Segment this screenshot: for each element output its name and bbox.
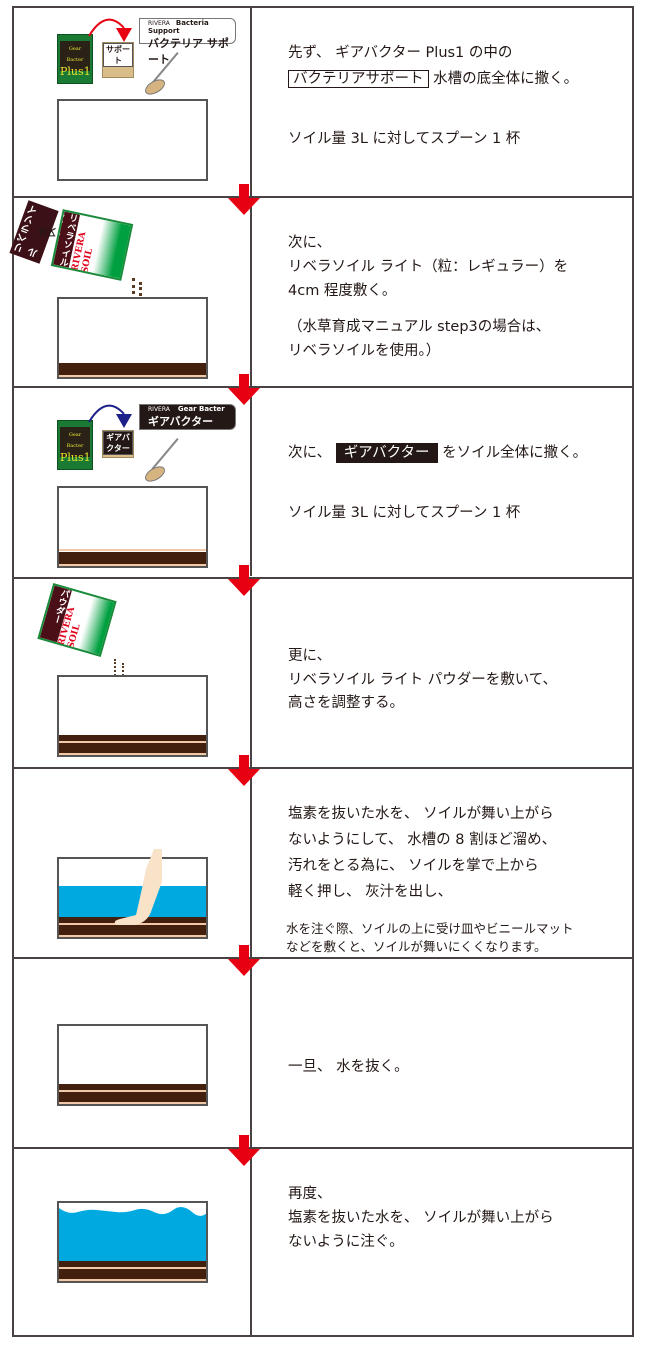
down-arrow-icon (228, 184, 260, 215)
tag-brand: RIVERA (148, 20, 170, 27)
product-tag: RIVERA Gear Bacter ギアバクター (139, 404, 236, 430)
curved-arrow-icon (88, 18, 132, 42)
step-text: 再度、 (288, 1186, 332, 1202)
step-text: 塩素を抜いた水を、 ソイルが舞い上がら (288, 806, 554, 822)
step-5: 塩素を抜いた水を、 ソイルが舞い上がら ないようにして、 水槽の 8 割ほど溜め… (14, 767, 632, 957)
tank (57, 486, 208, 568)
step-subnote: （水草育成マニュアル step3の場合は、 (288, 319, 551, 335)
step-subnote: リベラソイルを使用。） (288, 343, 441, 359)
tag-en: Bacteria Support (148, 19, 209, 35)
spoon-icon (142, 463, 168, 485)
column-divider (250, 579, 252, 767)
tank (57, 1024, 208, 1106)
step-text: リベラソイル ライト パウダーを敷いて、 (288, 672, 558, 688)
down-arrow-icon (228, 1135, 260, 1166)
pouch-label: ギアバクター (103, 431, 133, 455)
or-label: 又は (38, 226, 57, 236)
column-divider (250, 388, 252, 576)
step-note: ソイル量 3L に対してスプーン 1 杯 (288, 131, 521, 147)
step-text: 水槽の底全体に撒く。 (433, 71, 579, 87)
step-7: 再度、 塩素を抜いた水を、 ソイルが舞い上がら ないように注ぐ。 (14, 1147, 632, 1337)
down-arrow-icon (228, 565, 260, 596)
spoon-handle (151, 438, 179, 470)
tag-jp: バクテリア サポート (148, 37, 229, 66)
support-pouch: サポート (102, 42, 134, 78)
step-text: 塩素を抜いた水を、 ソイルが舞い上がら (288, 1210, 554, 1226)
step-text: ないように注ぐ。 (288, 1234, 404, 1250)
tank (57, 857, 208, 939)
step-text: 4cm 程度敷く。 (288, 283, 397, 299)
bacteria-support-label: バクテリアサポート (288, 70, 429, 88)
tank (57, 1201, 208, 1283)
step-tip: などを敷くと、ソイルが舞いにくくなります。 (286, 939, 547, 954)
tag-jp: ギアバクター (148, 415, 214, 428)
column-divider (250, 8, 252, 198)
tank (57, 99, 208, 181)
column-divider (250, 959, 252, 1147)
package-name: Plus1 (60, 451, 91, 464)
step-text-line: バクテリアサポート 水槽の底全体に撒く。 (288, 70, 578, 88)
hand-icon (114, 849, 162, 925)
down-arrow-icon (228, 374, 260, 405)
gear-bacter-label: ギアバクター (335, 443, 438, 463)
step-text: 汚れをとる為に、 ソイルを掌で上から (288, 858, 539, 874)
tag-brand: RIVERA (148, 406, 170, 413)
tag-en: Gear Bacter (177, 405, 225, 413)
step-text: 一旦、 水を抜く。 (288, 1059, 409, 1075)
step-text-line: 次に、 ギアバクター をソイル全体に撒く。 (288, 443, 588, 463)
step-text: 高さを調整する。 (288, 695, 404, 711)
step-text: 次に、 (288, 235, 332, 251)
down-arrow-icon (228, 945, 260, 976)
pouch-label: サポート (103, 43, 133, 67)
column-divider (250, 198, 252, 386)
step-text: 先ず、 ギアバクター Plus1 の中の (288, 45, 513, 61)
step-text: ないようにして、 水槽の 8 割ほど溜め、 (288, 832, 557, 848)
package-label: Gear Bacter (66, 432, 84, 449)
package-name: Plus1 (60, 65, 91, 78)
down-arrow-icon (228, 755, 260, 786)
column-divider (250, 1149, 252, 1337)
step-text: 次に、 (288, 445, 332, 461)
step-text: 更に、 (288, 648, 332, 664)
step-text: をソイル全体に撒く。 (442, 445, 588, 461)
tank (57, 675, 208, 757)
step-6: 一旦、 水を抜く。 (14, 957, 632, 1147)
step-note: ソイル量 3L に対してスプーン 1 杯 (288, 505, 521, 521)
step-text: リベラソイル ライト（粒：レギュラー）を (288, 259, 569, 275)
tank (57, 297, 208, 379)
water-waves (59, 1207, 206, 1265)
spoon-icon (142, 76, 168, 98)
step-text: 軽く押し、 灰汁を出し、 (288, 884, 453, 900)
column-divider (250, 769, 252, 957)
curved-arrow-icon (88, 404, 132, 428)
gear-bacter-pouch: ギアバクター (102, 430, 134, 458)
step-tip: 水を注ぐ際、ソイルの上に受け皿やビニールマット (286, 921, 574, 936)
package-label: Gear Bacter (66, 46, 84, 63)
